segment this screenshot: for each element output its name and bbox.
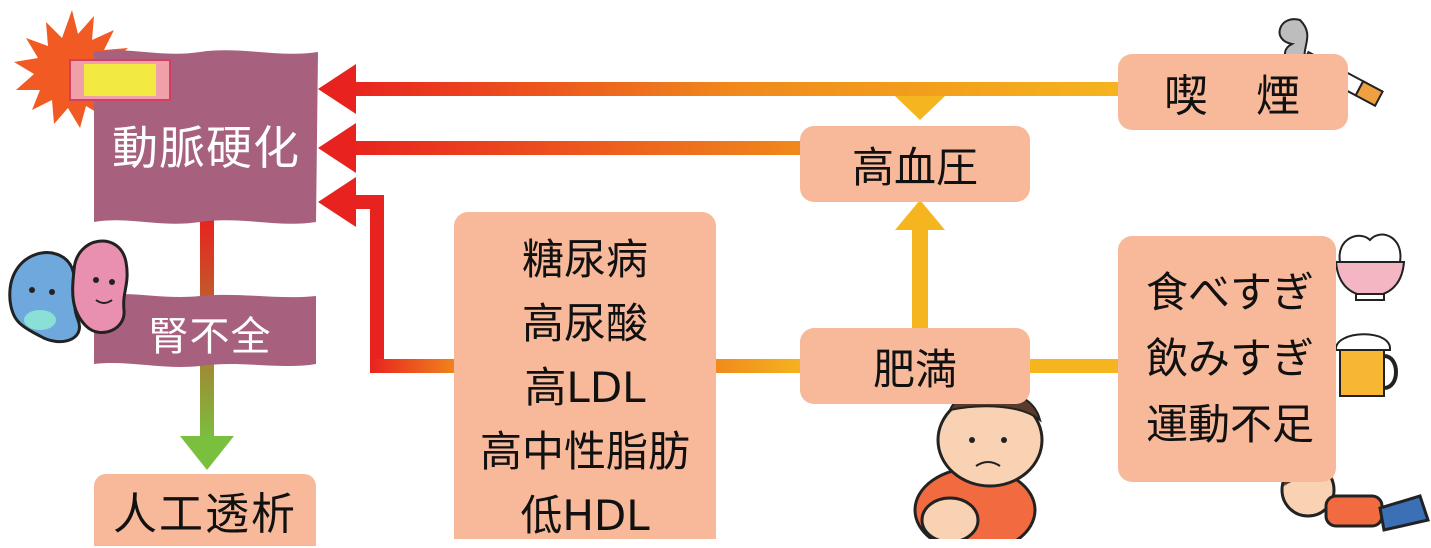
line-metabolic-obesity xyxy=(715,359,805,373)
arrow-metabolic-to-arteriosclerosis xyxy=(318,177,460,373)
kidney-failure-banner xyxy=(94,294,316,367)
rice-bowl-icon xyxy=(1334,233,1406,301)
lifestyle-item: 食べすぎ xyxy=(1146,268,1315,317)
lifestyle-item: 運動不足 xyxy=(1146,400,1315,449)
smoking-node: 喫 煙 xyxy=(1118,54,1348,130)
metabolic-item: 低HDL xyxy=(520,491,650,540)
lifestyle-item: 飲みすぎ xyxy=(1146,334,1315,383)
blood-vessel-icon xyxy=(69,59,171,101)
dialysis-label: 人工透析 xyxy=(113,489,297,540)
metabolic-node: 糖尿病 高尿酸 高LDL 高中性脂肪 低HDL xyxy=(454,212,716,540)
obesity-label: 肥満 xyxy=(872,344,957,394)
metabolic-item: 糖尿病 xyxy=(521,235,648,284)
line-obesity-lifestyle xyxy=(1030,359,1120,373)
dialysis-node: 人工透析 xyxy=(94,474,316,546)
metabolic-item: 高LDL xyxy=(524,363,646,412)
arrow-obesity-to-hypertension xyxy=(895,200,945,329)
metabolic-item: 高中性脂肪 xyxy=(479,427,690,476)
metabolic-item: 高尿酸 xyxy=(521,299,648,348)
arrow-smoking-to-arteriosclerosis xyxy=(318,64,1130,120)
hypertension-label: 高血圧 xyxy=(851,142,978,192)
arrow-hypertension-to-arteriosclerosis xyxy=(318,123,805,173)
hypertension-node: 高血圧 xyxy=(800,126,1030,202)
overweight-person-icon xyxy=(913,389,1044,539)
kidney-failure-label: 腎不全 xyxy=(148,314,272,360)
lifestyle-node: 食べすぎ 飲みすぎ 運動不足 xyxy=(1118,236,1336,482)
sick-kidneys-icon xyxy=(8,239,129,344)
beer-mug-icon xyxy=(1334,333,1398,397)
smoking-label: 喫 煙 xyxy=(1164,71,1302,122)
obesity-node: 肥満 xyxy=(800,328,1030,404)
arteriosclerosis-label: 動脈硬化 xyxy=(112,121,300,175)
